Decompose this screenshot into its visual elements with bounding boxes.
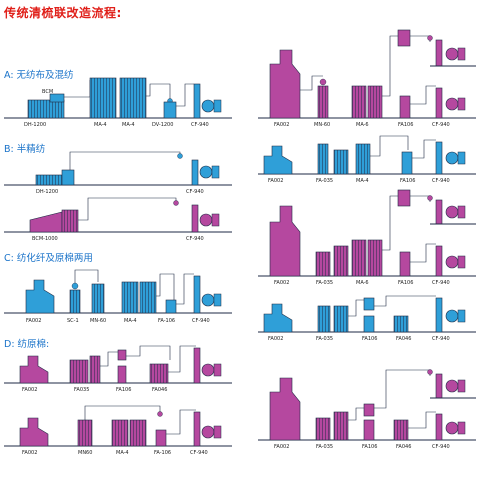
bcm-opener	[27, 99, 65, 119]
label-r3-fa106: FA106	[398, 280, 413, 286]
label-r3-ma6: MA-6	[356, 280, 369, 286]
label-r1-fa106: FA106	[398, 122, 413, 128]
right-line-4: FA002 FA-035 FA106 FA046 CF-940	[258, 295, 476, 342]
label-r3-fa035: FA-035	[316, 280, 333, 286]
right-line-2: FA002 FA-035 MA-4 FA106 CF-940	[258, 135, 476, 184]
label-bcm1000: BCM-1000	[32, 236, 58, 242]
cf940-chute	[193, 83, 201, 119]
row-b-line-1: DH-1200 CF-940	[4, 151, 232, 195]
label-cf940-c: CF-940	[192, 318, 210, 324]
label-r5-fa035: FA-035	[316, 444, 333, 450]
row-b-line-2: BCM-1000 CF-940	[4, 197, 232, 242]
label-r1-fa002: FA002	[274, 122, 289, 128]
label-cf940-b2: CF-940	[186, 236, 204, 242]
label-mn60-d2: MN60	[78, 450, 92, 456]
label-fa046-d1: FA046	[152, 387, 167, 393]
row-d-line-2: FA002 MN60 MA-4 FA-106 CF-940	[4, 405, 232, 456]
row-a-line-1: BCM DH-1200 MA-4 MA-4 DV-1200 CF-940	[4, 77, 232, 128]
label-bcm: BCM	[42, 89, 53, 95]
row-c-line: FA002 SC-1 MN-60 MA-4 FA-106 CF-940	[4, 269, 232, 324]
label-cf940-b1: CF-940	[186, 189, 204, 195]
label-ma4-c: MA-4	[124, 318, 137, 324]
label-fa002-d1: FA002	[22, 387, 37, 393]
label-r1-mn60: MN-60	[314, 122, 330, 128]
label-r2-fa035: FA-035	[316, 178, 333, 184]
ma4-mixer-1	[89, 77, 117, 119]
right-line-5: FA002 FA-035 FA106 FA046 CF-940	[258, 369, 476, 450]
right-line-1: FA002 MN-60 MA-6 FA106 CF-940	[258, 29, 476, 128]
label-ma4-d2: MA-4	[116, 450, 129, 456]
label-fa106-d2: FA-106	[154, 450, 171, 456]
label-r5-fa002: FA002	[274, 444, 289, 450]
label-r1-cf940: CF-940	[432, 122, 450, 128]
section-d-heading: D: 纺原棉:	[4, 339, 50, 350]
label-dh1200-b: DH-1200	[36, 189, 58, 195]
label-cf940-a: CF-940	[191, 122, 209, 128]
label-r5-fa046: FA046	[396, 444, 411, 450]
label-r4-fa046: FA046	[396, 336, 411, 342]
cf940-cylinder	[201, 99, 215, 113]
label-dv1200: DV-1200	[152, 122, 173, 128]
label-fa035-d1: FA035	[74, 387, 89, 393]
label-fa106-d1: FA106	[116, 387, 131, 393]
label-cf940-d2: CF-940	[190, 450, 208, 456]
ma4-mixer-2	[119, 77, 147, 119]
label-r3-fa002: FA002	[274, 280, 289, 286]
diagram-title: 传统清梳联改造流程:	[4, 6, 122, 20]
section-a-heading: A: 无纺布及混纺	[4, 70, 74, 81]
label-r2-fa002: FA002	[268, 178, 283, 184]
label-r5-cf940: CF-940	[432, 444, 450, 450]
label-r4-fa035: FA-035	[316, 336, 333, 342]
label-fa002-d2: FA002	[22, 450, 37, 456]
label-r5-fa106: FA106	[362, 444, 377, 450]
label-r4-fa106: FA106	[362, 336, 377, 342]
label-ma4-a1: MA-4	[94, 122, 107, 128]
label-r2-fa106: FA106	[400, 178, 415, 184]
label-r4-fa002: FA002	[268, 336, 283, 342]
label-r3-cf940: CF-940	[432, 280, 450, 286]
section-c-heading: C: 纺化纤及原棉两用	[4, 253, 93, 264]
label-dh1200: DH-1200	[24, 122, 46, 128]
row-d-line-1: FA002 FA035 FA106 FA046	[4, 345, 232, 393]
label-fa002-c: FA002	[26, 318, 41, 324]
label-r2-ma4: MA-4	[356, 178, 369, 184]
dv1200-unit	[163, 101, 177, 119]
label-mn60-c: MN-60	[90, 318, 106, 324]
label-r4-cf940: CF-940	[432, 336, 450, 342]
section-b-heading: B: 半精纺	[4, 144, 46, 155]
label-sc1: SC-1	[67, 318, 79, 324]
right-line-3: FA002 FA-035 MA-6 FA106 CF-940	[258, 189, 476, 286]
label-r2-cf940: CF-940	[432, 178, 450, 184]
label-fa106-c: FA-106	[158, 318, 175, 324]
label-ma4-a2: MA-4	[122, 122, 135, 128]
label-r1-ma6: MA-6	[356, 122, 369, 128]
